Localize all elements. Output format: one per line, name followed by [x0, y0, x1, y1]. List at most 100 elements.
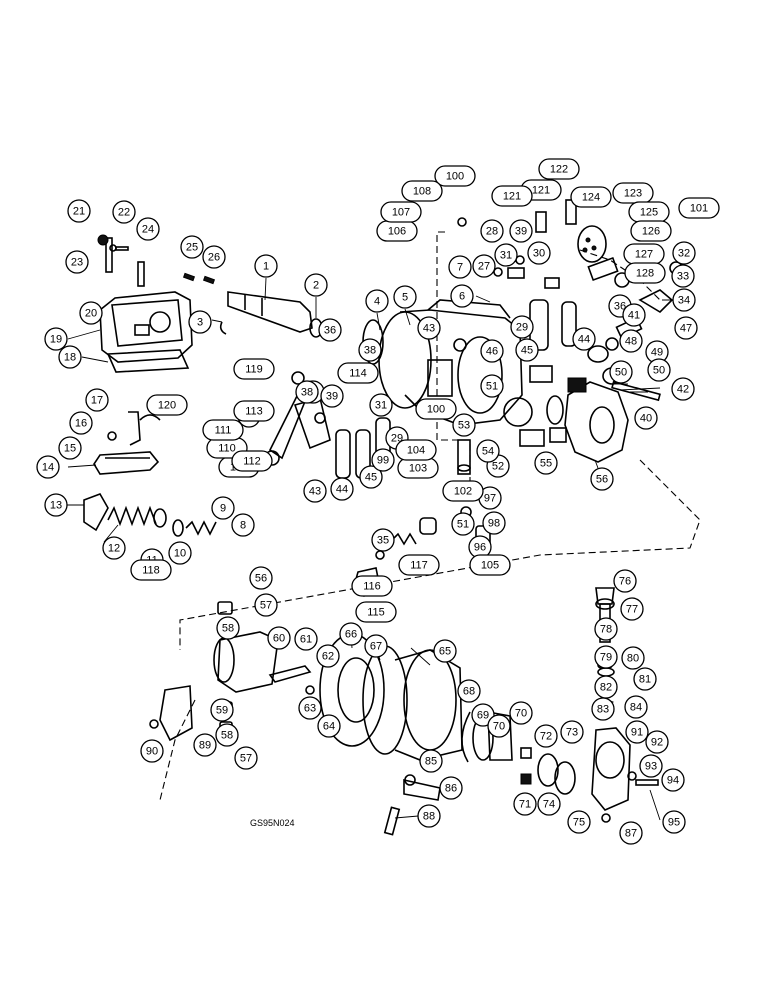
- callout-79: 79: [594, 645, 618, 669]
- callout-number: 51: [486, 381, 498, 393]
- callout-87: 87: [619, 821, 643, 845]
- cover-screws: [97, 234, 145, 287]
- callout-48: 48: [619, 329, 643, 353]
- callout-99: 99: [371, 448, 395, 472]
- callout-number: 63: [304, 703, 316, 715]
- callout-number: 44: [336, 484, 348, 496]
- callout-100: 100: [415, 398, 457, 420]
- callout-71: 71: [513, 792, 537, 816]
- callout-69: 69: [471, 703, 495, 727]
- callout-number: 103: [409, 463, 427, 475]
- callout-number: 57: [260, 600, 272, 612]
- callout-113: 113: [233, 400, 275, 422]
- callout-81: 81: [633, 667, 657, 691]
- callout-number: 47: [680, 323, 692, 335]
- callout-number: 68: [463, 686, 475, 698]
- callout-number: 50: [615, 367, 627, 379]
- callout-number: 39: [326, 391, 338, 403]
- callout-75: 75: [567, 810, 591, 834]
- callout-57: 57: [234, 746, 258, 770]
- callout-number: 86: [445, 783, 457, 795]
- callout-5: 5: [393, 285, 417, 309]
- callout-90: 90: [140, 739, 164, 763]
- callout-number: 9: [220, 503, 226, 515]
- callout-number: 35: [377, 535, 389, 547]
- callout-38: 38: [295, 380, 319, 404]
- callout-number: 84: [630, 702, 642, 714]
- callout-number: 95: [668, 817, 680, 829]
- callout-84: 84: [624, 695, 648, 719]
- governor-linkage: [93, 411, 161, 475]
- callout-116: 116: [351, 575, 393, 597]
- callout-127: 127: [623, 243, 665, 265]
- callout-number: 122: [550, 164, 568, 176]
- callout-number: 105: [481, 560, 499, 572]
- callout-number: 39: [515, 226, 527, 238]
- callout-number: 38: [301, 387, 313, 399]
- callout-93: 93: [639, 754, 663, 778]
- callout-14: 14: [36, 455, 60, 479]
- callout-number: 42: [677, 384, 689, 396]
- callout-27: 27: [472, 254, 496, 278]
- callout-61: 61: [294, 627, 318, 651]
- callout-73: 73: [560, 720, 584, 744]
- callout-78: 78: [594, 617, 618, 641]
- callout-number: 91: [631, 727, 643, 739]
- callout-number: 38: [364, 345, 376, 357]
- callout-54: 54: [476, 439, 500, 463]
- callout-67: 67: [364, 634, 388, 658]
- callout-3: 3: [188, 310, 212, 334]
- callout-6: 6: [450, 284, 474, 308]
- callout-number: 43: [423, 323, 435, 335]
- callout-number: 98: [488, 518, 500, 530]
- callout-102: 102: [442, 480, 484, 502]
- callout-number: 74: [543, 799, 555, 811]
- callout-number: 25: [186, 242, 198, 254]
- callout-40: 40: [634, 406, 658, 430]
- callout-10: 10: [168, 541, 192, 565]
- callout-number: 67: [370, 641, 382, 653]
- callout-121: 121: [491, 185, 533, 207]
- callout-45: 45: [359, 465, 383, 489]
- callout-44: 44: [330, 477, 354, 501]
- rotor-blades: [519, 365, 587, 447]
- callout-58: 58: [215, 723, 239, 747]
- callout-number: 46: [486, 346, 498, 358]
- callout-number: 10: [174, 548, 186, 560]
- callout-number: 112: [243, 456, 261, 468]
- callout-number: 31: [500, 250, 512, 262]
- callout-number: 77: [626, 604, 638, 616]
- callout-2: 2: [304, 273, 328, 297]
- callout-34: 34: [672, 288, 696, 312]
- callout-118: 118: [130, 559, 172, 581]
- callout-15: 15: [58, 436, 82, 460]
- callout-number: 89: [199, 740, 211, 752]
- callout-number: 118: [142, 565, 160, 577]
- callout-number: 124: [582, 192, 600, 204]
- callout-107: 107: [380, 201, 422, 223]
- callout-number: 56: [596, 474, 608, 486]
- callout-number: 121: [503, 191, 521, 203]
- callout-114: 114: [337, 362, 379, 384]
- callout-112: 112: [231, 450, 273, 472]
- governor-springs: [83, 493, 223, 537]
- callout-115: 115: [355, 601, 397, 623]
- cover-gasket: [106, 349, 190, 373]
- callout-number: 1: [263, 261, 269, 273]
- callout-number: 60: [273, 633, 285, 645]
- callout-128: 128: [624, 262, 666, 284]
- callout-number: 45: [365, 472, 377, 484]
- callout-39: 39: [320, 384, 344, 408]
- callout-number: 128: [636, 268, 654, 280]
- callout-45: 45: [515, 338, 539, 362]
- callout-51: 51: [480, 374, 504, 398]
- callout-20: 20: [79, 301, 103, 325]
- callout-number: 13: [50, 500, 62, 512]
- callout-number: 64: [323, 721, 335, 733]
- callout-number: 92: [651, 737, 663, 749]
- callout-70: 70: [487, 714, 511, 738]
- callout-number: 12: [108, 543, 120, 555]
- callout-89: 89: [193, 733, 217, 757]
- callout-number: 73: [566, 727, 578, 739]
